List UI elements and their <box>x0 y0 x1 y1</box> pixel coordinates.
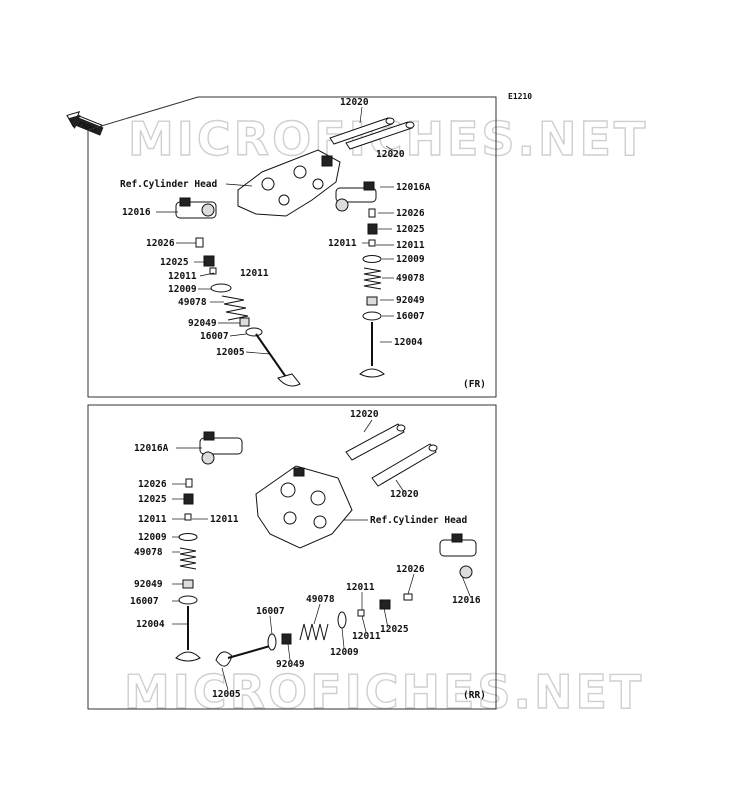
label-12025-right-front: 12025 <box>396 224 425 235</box>
label-16007-left-rear: 16007 <box>130 596 159 607</box>
rocker-arm-12016-rear <box>439 533 477 579</box>
label-12025-right-rear: 12025 <box>380 624 409 635</box>
label-12011-l2-front: 12011 <box>240 268 269 279</box>
push-rod-12020b <box>345 121 415 150</box>
front-panel: 12020 12020 Ref.Cylinder Head 12016A 120… <box>87 96 497 398</box>
label-12026-right-front: 12026 <box>396 208 425 219</box>
valve-train-right-front <box>359 208 385 378</box>
label-49078-left-rear: 49078 <box>134 547 163 558</box>
label-12025-left-rear: 12025 <box>138 494 167 505</box>
label-12011-r1-rear: 12011 <box>346 582 375 593</box>
label-12011-r2-front: 12011 <box>396 240 425 251</box>
cylinder-head-front <box>237 149 341 217</box>
label-12016A-rear: 12016A <box>134 443 169 454</box>
label-49078-right-rear: 49078 <box>306 594 335 605</box>
label-16007-left-front: 16007 <box>200 331 229 342</box>
label-12020b-rear: 12020 <box>390 489 419 500</box>
front-panel-frame <box>87 96 497 398</box>
label-12011-l1-rear: 12011 <box>138 514 167 525</box>
label-92049-left-front: 92049 <box>188 318 217 329</box>
push-rod-12020a <box>329 117 395 145</box>
rocker-arm-12016A-front <box>335 181 377 212</box>
label-cylinder-head-front: Ref.Cylinder Head <box>120 179 218 190</box>
label-12016-rear: 12016 <box>452 595 481 606</box>
push-rod-12020b-rear <box>371 443 438 487</box>
label-cylinder-head-rear: Ref.Cylinder Head <box>370 515 468 526</box>
front-panel-tag: (FR) <box>463 379 486 390</box>
label-12020a-rear: 12020 <box>350 409 379 420</box>
rear-panel-tag: (RR) <box>463 690 486 701</box>
label-12009-right-front: 12009 <box>396 254 425 265</box>
front-leader-lines <box>156 106 395 355</box>
rocker-arm-12016 <box>175 197 217 219</box>
label-12004-front: 12004 <box>394 337 423 348</box>
label-92049-right-front: 92049 <box>396 295 425 306</box>
label-12011-r1-front: 12011 <box>328 238 357 249</box>
label-49078-left-front: 49078 <box>178 297 207 308</box>
label-12016A-front: 12016A <box>396 182 431 193</box>
label-12026-left-front: 12026 <box>146 238 175 249</box>
label-12011-r2-rear: 12011 <box>352 631 381 642</box>
label-92049-left-rear: 92049 <box>134 579 163 590</box>
label-92049-right-rear: 92049 <box>276 659 305 670</box>
label-12020a-front: 12020 <box>340 97 369 108</box>
label-12005-rear: 12005 <box>212 689 241 700</box>
label-12009-left-rear: 12009 <box>138 532 167 543</box>
spring-left-front <box>221 295 249 321</box>
label-12025-left-front: 12025 <box>160 257 189 268</box>
label-49078-right-front: 49078 <box>396 273 425 284</box>
cylinder-head-rear <box>255 465 353 549</box>
label-12009-left-front: 12009 <box>168 284 197 295</box>
label-12026-left-rear: 12026 <box>138 479 167 490</box>
label-12004-rear: 12004 <box>136 619 165 630</box>
label-12011-l1-front: 12011 <box>168 271 197 282</box>
label-12011-l2-rear: 12011 <box>210 514 239 525</box>
rocker-arm-12016A-rear <box>199 431 243 465</box>
label-12016-front: 12016 <box>122 207 151 218</box>
label-12020b-front: 12020 <box>376 149 405 160</box>
watermark-bottom: MICROFICHES.NET <box>124 665 644 719</box>
push-rod-12020a-rear <box>345 423 406 461</box>
rear-panel-frame <box>87 404 497 710</box>
label-16007-right-front: 16007 <box>396 311 425 322</box>
label-16007-right-rear: 16007 <box>256 606 285 617</box>
valve-train-left-front <box>195 237 301 387</box>
diagram-code: E1210 <box>508 92 532 101</box>
rear-leader-lines <box>172 419 471 691</box>
label-12005-front: 12005 <box>216 347 245 358</box>
label-12026-right-rear: 12026 <box>396 564 425 575</box>
valve-train-left-rear <box>175 478 201 662</box>
rear-panel: 12020 12020 Ref.Cylinder Head 12016A 120… <box>87 404 497 710</box>
front-arrow-badge: FRONT <box>66 110 104 136</box>
label-12009-right-rear: 12009 <box>330 647 359 658</box>
